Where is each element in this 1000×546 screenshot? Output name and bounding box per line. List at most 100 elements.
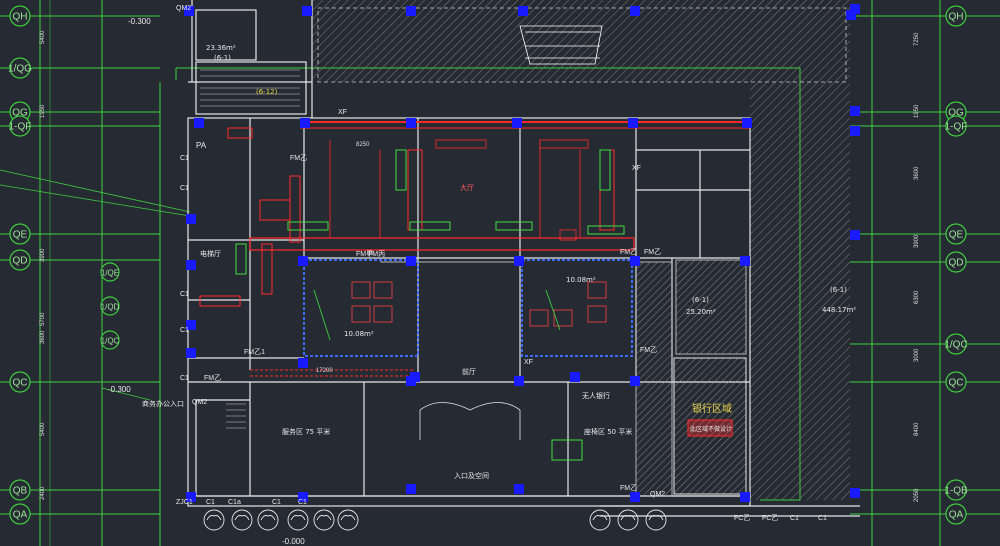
planter-leaf <box>592 515 608 521</box>
label-stair-mid: (6-12) <box>256 88 278 96</box>
planter <box>231 509 253 531</box>
label-corridor: 448.17m² <box>822 306 856 314</box>
label-right-room: 25.20m² <box>686 308 716 316</box>
label-biz-entrance: 商务办公入口 <box>142 399 184 408</box>
dimension-text: 1950 <box>914 104 920 118</box>
axis-label: QH <box>949 12 964 23</box>
axis-bubble-right: 1-QF <box>945 115 967 137</box>
column <box>630 492 640 502</box>
equipment-tag: QM2 <box>176 5 191 12</box>
axis-bubble-left: QB <box>9 479 31 501</box>
column <box>186 492 196 502</box>
column <box>630 376 640 386</box>
equipment-tag: FM乙 <box>640 346 657 354</box>
planter <box>203 509 225 531</box>
axis-label: QC <box>13 378 28 389</box>
column <box>512 118 522 128</box>
column <box>630 256 640 266</box>
column <box>742 118 752 128</box>
label-self-bank: 无人银行 <box>582 391 610 400</box>
equipment-tag: QM2 <box>650 491 665 498</box>
axis-bubbles: QH1/QGQG1-QFQEQDQCQBQAQHQG1-QFQEQD1/QCQC… <box>8 5 968 525</box>
planter-leaf <box>648 515 664 521</box>
label-right-room-tag: (6-1) <box>692 296 709 304</box>
planter <box>645 509 667 531</box>
equipment-tag: C1 <box>180 327 189 334</box>
column <box>630 6 640 16</box>
planter-leaf <box>260 515 276 521</box>
column <box>298 256 308 266</box>
offices <box>303 259 633 357</box>
columns <box>184 4 860 502</box>
axis-label: 1/QC <box>101 337 120 346</box>
label-seats-right: 座椅区 50 平米 <box>584 427 632 436</box>
equipment-tag: XF <box>524 359 533 366</box>
label-stair-area: 23.36m² <box>206 44 236 52</box>
bank-area <box>635 259 747 497</box>
level-top-left: -0.300 <box>128 17 151 26</box>
dimension-text: 7250 <box>914 32 920 46</box>
axis-label: 1/QC <box>944 340 967 351</box>
label-office-right: 10.08m² <box>566 276 596 284</box>
equipment-tag: FM乙 <box>204 374 221 382</box>
axis-bubble-right: QH <box>945 5 967 27</box>
column <box>514 376 524 386</box>
planters <box>203 509 667 531</box>
axis-bubble-right: QD <box>945 251 967 273</box>
planter-leaf <box>234 515 250 521</box>
dimension-text: 8400 <box>914 422 920 436</box>
stairs <box>200 69 300 429</box>
axis-bubble-left: 1-QF <box>9 115 32 137</box>
equipment-tag: C1 <box>818 515 827 522</box>
axis-label: QG <box>12 108 28 119</box>
equipment-tag: C1 <box>790 515 799 522</box>
equipment-tag: C1 <box>272 499 281 506</box>
column <box>186 260 196 270</box>
planter <box>313 509 335 531</box>
axis-label: QA <box>13 510 28 521</box>
column <box>186 214 196 224</box>
axis-bubble-left: QE <box>9 223 31 245</box>
equipment-tag: C1 <box>180 185 189 192</box>
planter-leaf <box>316 515 332 521</box>
column <box>302 6 312 16</box>
column <box>194 118 204 128</box>
axis-bubble-right: QE <box>945 223 967 245</box>
axis-bubble-right: 1/QC <box>944 333 968 355</box>
dimension-text: 3600 <box>914 166 920 180</box>
column <box>570 372 580 382</box>
planter <box>337 509 359 531</box>
column <box>406 118 416 128</box>
label-hall: 大厅 <box>460 183 474 192</box>
column <box>850 106 860 116</box>
planter-leaf <box>340 515 356 521</box>
axis-label: 1-QF <box>9 122 32 133</box>
column <box>850 126 860 136</box>
equipment-tag: FM乙 <box>644 248 661 256</box>
axis-label: QD <box>13 256 28 267</box>
dimension-text: 6300 <box>914 290 920 304</box>
column <box>406 484 416 494</box>
planter <box>257 509 279 531</box>
equipment-tag: C1 <box>180 375 189 382</box>
column <box>850 4 860 14</box>
equipment-tag: FM丙 <box>368 250 385 258</box>
axis-label: 1/QG <box>8 64 32 75</box>
axis-label: QD <box>949 258 964 269</box>
axis-bubble-inner: 1/QC <box>100 330 120 350</box>
label-stair-tag: (6-1) <box>214 54 231 62</box>
column <box>850 230 860 240</box>
dimension-text: 3900 <box>40 248 46 262</box>
axis-label: 1/QE <box>101 269 119 278</box>
column <box>186 320 196 330</box>
entrance-doors <box>380 261 521 440</box>
column <box>740 256 750 266</box>
equipment-tag: FC乙 <box>734 514 750 522</box>
level-bottom: -0.000 <box>282 537 305 546</box>
axis-bubble-right: QC <box>945 371 967 393</box>
equipment-tag: FM乙 <box>620 248 637 256</box>
column <box>406 256 416 266</box>
planter-leaf <box>206 515 222 521</box>
